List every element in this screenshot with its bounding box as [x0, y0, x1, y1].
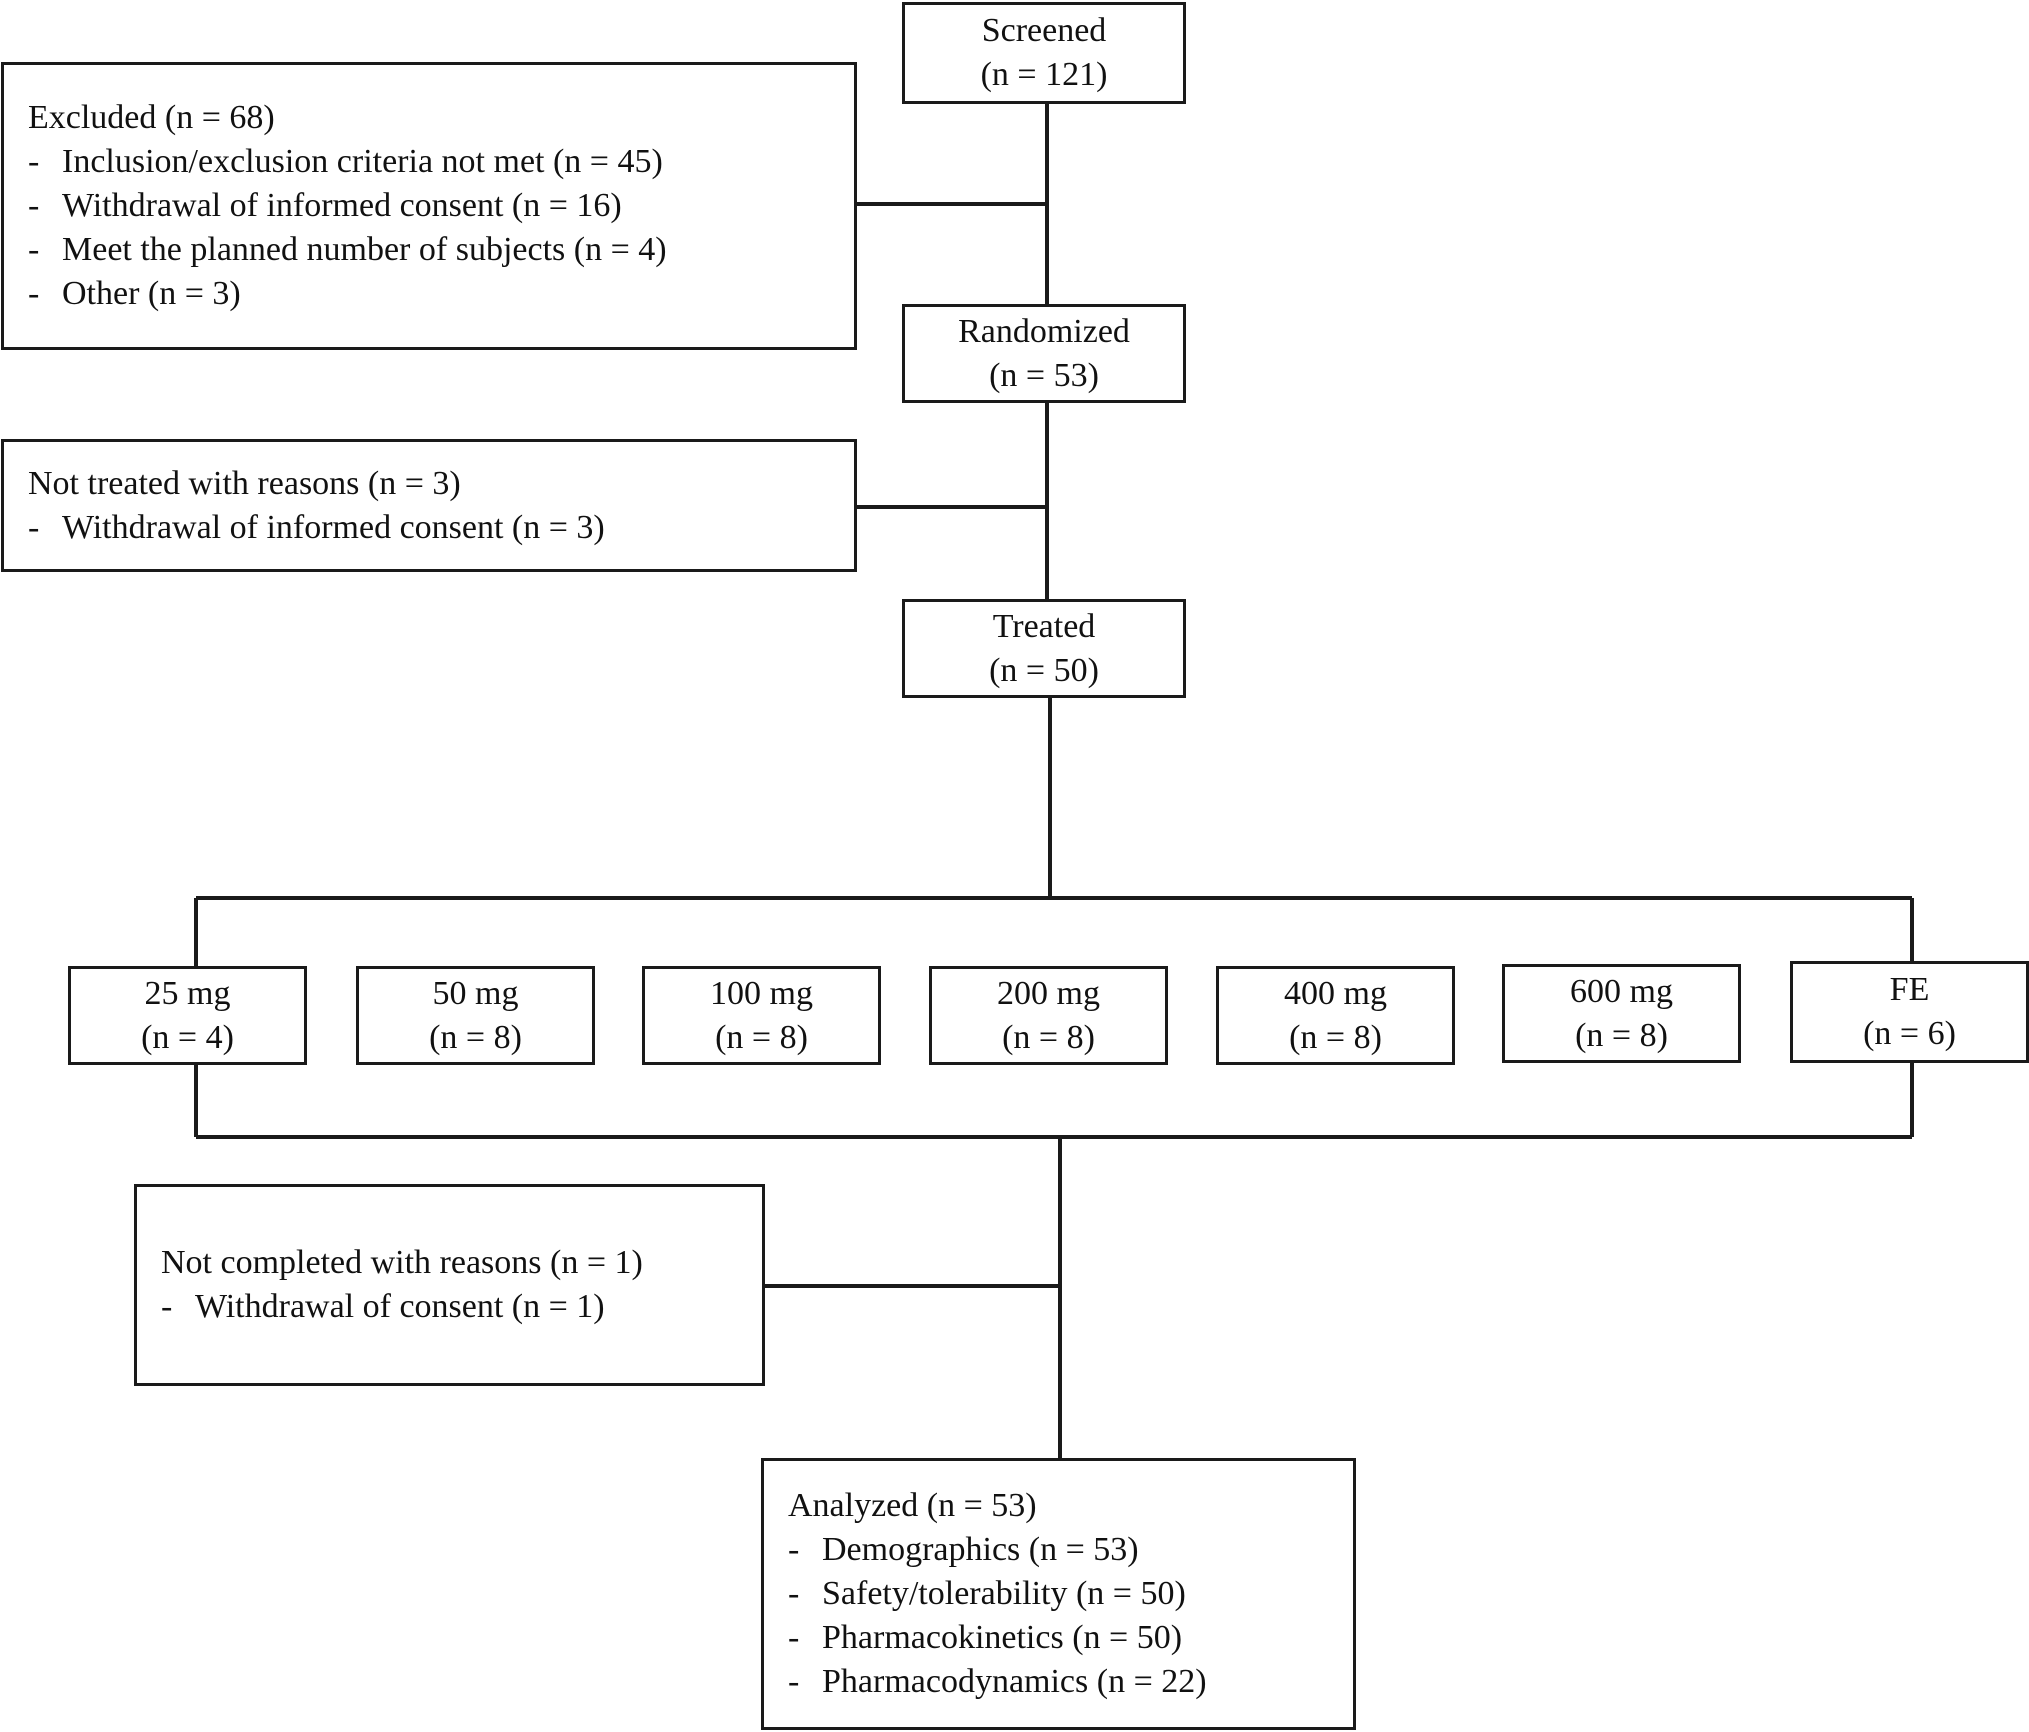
arm-count: (n = 8) [715, 1018, 808, 1056]
arm-dose: 400 mg [1284, 974, 1387, 1012]
arm-box-400mg: 400 mg (n = 8) [1216, 966, 1455, 1065]
arm-count: (n = 8) [1002, 1018, 1095, 1056]
arm-dose: 200 mg [997, 974, 1100, 1012]
not-treated-item: -Withdrawal of informed consent (n = 3) [28, 508, 605, 546]
arm-count: (n = 4) [141, 1018, 234, 1056]
analyzed-item: -Safety/tolerability (n = 50) [788, 1575, 1186, 1612]
arm-dose: FE [1889, 971, 1930, 1008]
arm-dose: 100 mg [710, 974, 813, 1012]
arm-dose: 25 mg [144, 974, 231, 1012]
not-completed-title: Not completed with reasons (n = 1) [161, 1244, 643, 1281]
excluded-box: Excluded (n = 68) -Inclusion/exclusion c… [1, 62, 857, 350]
screened-label: Screened [981, 12, 1107, 49]
arm-box-600mg: 600 mg (n = 8) [1502, 964, 1741, 1063]
arm-dose: 600 mg [1570, 972, 1673, 1010]
arm-box-200mg: 200 mg (n = 8) [929, 966, 1168, 1065]
analyzed-title: Analyzed (n = 53) [788, 1487, 1037, 1524]
randomized-count: (n = 53) [989, 356, 1099, 394]
randomized-box: Randomized (n = 53) [902, 304, 1186, 403]
randomized-label: Randomized [958, 312, 1130, 350]
excluded-item: -Inclusion/exclusion criteria not met (n… [28, 143, 663, 180]
arm-box-100mg: 100 mg (n = 8) [642, 966, 881, 1065]
arm-dose: 50 mg [432, 974, 519, 1012]
excluded-title: Excluded (n = 68) [28, 99, 275, 136]
treated-label: Treated [992, 607, 1096, 645]
arm-count: (n = 8) [429, 1018, 522, 1056]
excluded-item: -Meet the planned number of subjects (n … [28, 231, 667, 268]
screened-box: Screened (n = 121) [902, 2, 1186, 104]
analyzed-item: -Pharmacokinetics (n = 50) [788, 1619, 1183, 1656]
not-completed-box: Not completed with reasons (n = 1) -With… [134, 1184, 765, 1386]
arm-count: (n = 8) [1575, 1016, 1668, 1054]
analyzed-box: Analyzed (n = 53) -Demographics (n = 53)… [761, 1458, 1356, 1730]
arm-count: (n = 8) [1289, 1018, 1382, 1056]
treated-count: (n = 50) [989, 651, 1099, 689]
excluded-item: -Withdrawal of informed consent (n = 16) [28, 187, 622, 224]
screened-count: (n = 121) [980, 56, 1108, 93]
arm-box-50mg: 50 mg (n = 8) [356, 966, 595, 1065]
analyzed-item: -Demographics (n = 53) [788, 1531, 1139, 1568]
not-treated-title: Not treated with reasons (n = 3) [28, 464, 461, 502]
not-treated-box: Not treated with reasons (n = 3) -Withdr… [1, 439, 857, 572]
excluded-item: -Other (n = 3) [28, 275, 241, 312]
arm-box-25mg: 25 mg (n = 4) [68, 966, 307, 1065]
not-completed-item: -Withdrawal of consent (n = 1) [161, 1288, 605, 1325]
treated-box: Treated (n = 50) [902, 599, 1186, 698]
analyzed-item: -Pharmacodynamics (n = 22) [788, 1663, 1207, 1700]
arm-count: (n = 6) [1863, 1015, 1956, 1052]
arm-box-fe: FE (n = 6) [1790, 961, 2029, 1063]
